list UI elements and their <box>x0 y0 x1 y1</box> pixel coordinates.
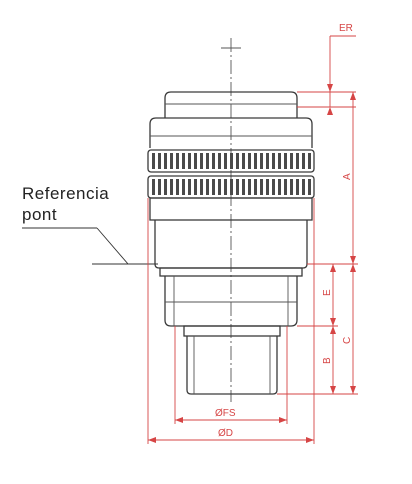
knurl-tooth <box>248 153 251 169</box>
knurl-ring-upper <box>147 149 315 173</box>
knurl-tooth <box>236 153 239 169</box>
d-arrow-left <box>148 437 156 443</box>
knurl-tooth <box>200 153 203 169</box>
b-arrow-bottom <box>330 386 336 394</box>
knurl-tooth <box>218 153 221 169</box>
knurl-tooth <box>308 153 311 169</box>
knurl-tooth <box>302 179 305 195</box>
b-label: B <box>322 357 333 364</box>
fs-arrow-right <box>279 417 287 423</box>
knurl-tooth <box>242 153 245 169</box>
e-arrow-top <box>330 264 336 272</box>
knurl-tooth <box>308 179 311 195</box>
e-arrow-bottom <box>330 318 336 326</box>
knurl-tooth <box>284 179 287 195</box>
knurl-tooth <box>188 179 191 195</box>
a-arrow-top <box>350 92 356 100</box>
tube-body <box>186 336 278 395</box>
upper-shoulder <box>149 117 313 148</box>
knurl-tooth <box>272 179 275 195</box>
knurl-tooth <box>230 153 233 169</box>
e-label: E <box>322 289 333 296</box>
b-arrow-top <box>330 326 336 334</box>
dimension-lines: ER A E C B ØFS <box>147 23 358 444</box>
knurl-tooth <box>296 153 299 169</box>
knurl-tooth <box>218 179 221 195</box>
knurl-tooth <box>194 153 197 169</box>
knurl-tooth <box>248 179 251 195</box>
a-arrow-bottom <box>350 256 356 264</box>
knurl-tooth <box>206 179 209 195</box>
knurl-tooth <box>224 179 227 195</box>
reference-leader <box>96 227 129 265</box>
knurl-tooth <box>236 179 239 195</box>
knurl-tooth <box>176 153 179 169</box>
knurl-tooth <box>242 179 245 195</box>
knurl-pattern-lower <box>152 179 311 195</box>
knurl-tooth <box>158 153 161 169</box>
knurl-tooth <box>284 153 287 169</box>
d-arrow-right <box>306 437 314 443</box>
knurl-tooth <box>188 153 191 169</box>
reference-label-line2: pont <box>22 205 57 224</box>
knurl-tooth <box>152 179 155 195</box>
knurl-tooth <box>230 179 233 195</box>
knurl-tooth <box>170 179 173 195</box>
er-arrow-top <box>327 84 333 92</box>
reference-label-line1: Referencia <box>22 184 109 203</box>
top-cap <box>164 91 298 118</box>
c-arrow-bottom <box>350 386 356 394</box>
knurl-pattern-upper <box>152 153 311 169</box>
knurl-tooth <box>152 153 155 169</box>
er-label: ER <box>339 23 353 34</box>
knurl-tooth <box>158 179 161 195</box>
knurl-tooth <box>260 179 263 195</box>
knurl-tooth <box>164 153 167 169</box>
a-label: A <box>342 173 353 180</box>
fs-arrow-left <box>175 417 183 423</box>
knurl-tooth <box>302 153 305 169</box>
barrel-band <box>149 197 313 221</box>
knurl-tooth <box>278 153 281 169</box>
knurl-tooth <box>212 153 215 169</box>
knurl-tooth <box>278 179 281 195</box>
knurl-tooth <box>290 153 293 169</box>
mount-flange <box>159 267 303 277</box>
lens-body <box>147 91 315 395</box>
knurl-tooth <box>212 179 215 195</box>
er-arrow-bottom <box>327 107 333 115</box>
knurl-tooth <box>260 153 263 169</box>
knurl-tooth <box>164 179 167 195</box>
knurl-tooth <box>290 179 293 195</box>
knurl-tooth <box>254 179 257 195</box>
knurl-tooth <box>266 153 269 169</box>
knurl-tooth <box>200 179 203 195</box>
fs-label: ØFS <box>215 408 236 419</box>
knurl-tooth <box>194 179 197 195</box>
d-label: ØD <box>218 428 233 439</box>
c-arrow-top <box>350 264 356 272</box>
knurl-tooth <box>296 179 299 195</box>
knurl-tooth <box>182 179 185 195</box>
knurl-tooth <box>254 153 257 169</box>
knurl-tooth <box>206 153 209 169</box>
knurl-tooth <box>176 179 179 195</box>
knurl-tooth <box>272 153 275 169</box>
knurl-tooth <box>182 153 185 169</box>
tube-collar <box>183 325 281 337</box>
knurl-tooth <box>224 153 227 169</box>
knurl-tooth <box>266 179 269 195</box>
c-label: C <box>342 337 353 344</box>
knurl-tooth <box>170 153 173 169</box>
